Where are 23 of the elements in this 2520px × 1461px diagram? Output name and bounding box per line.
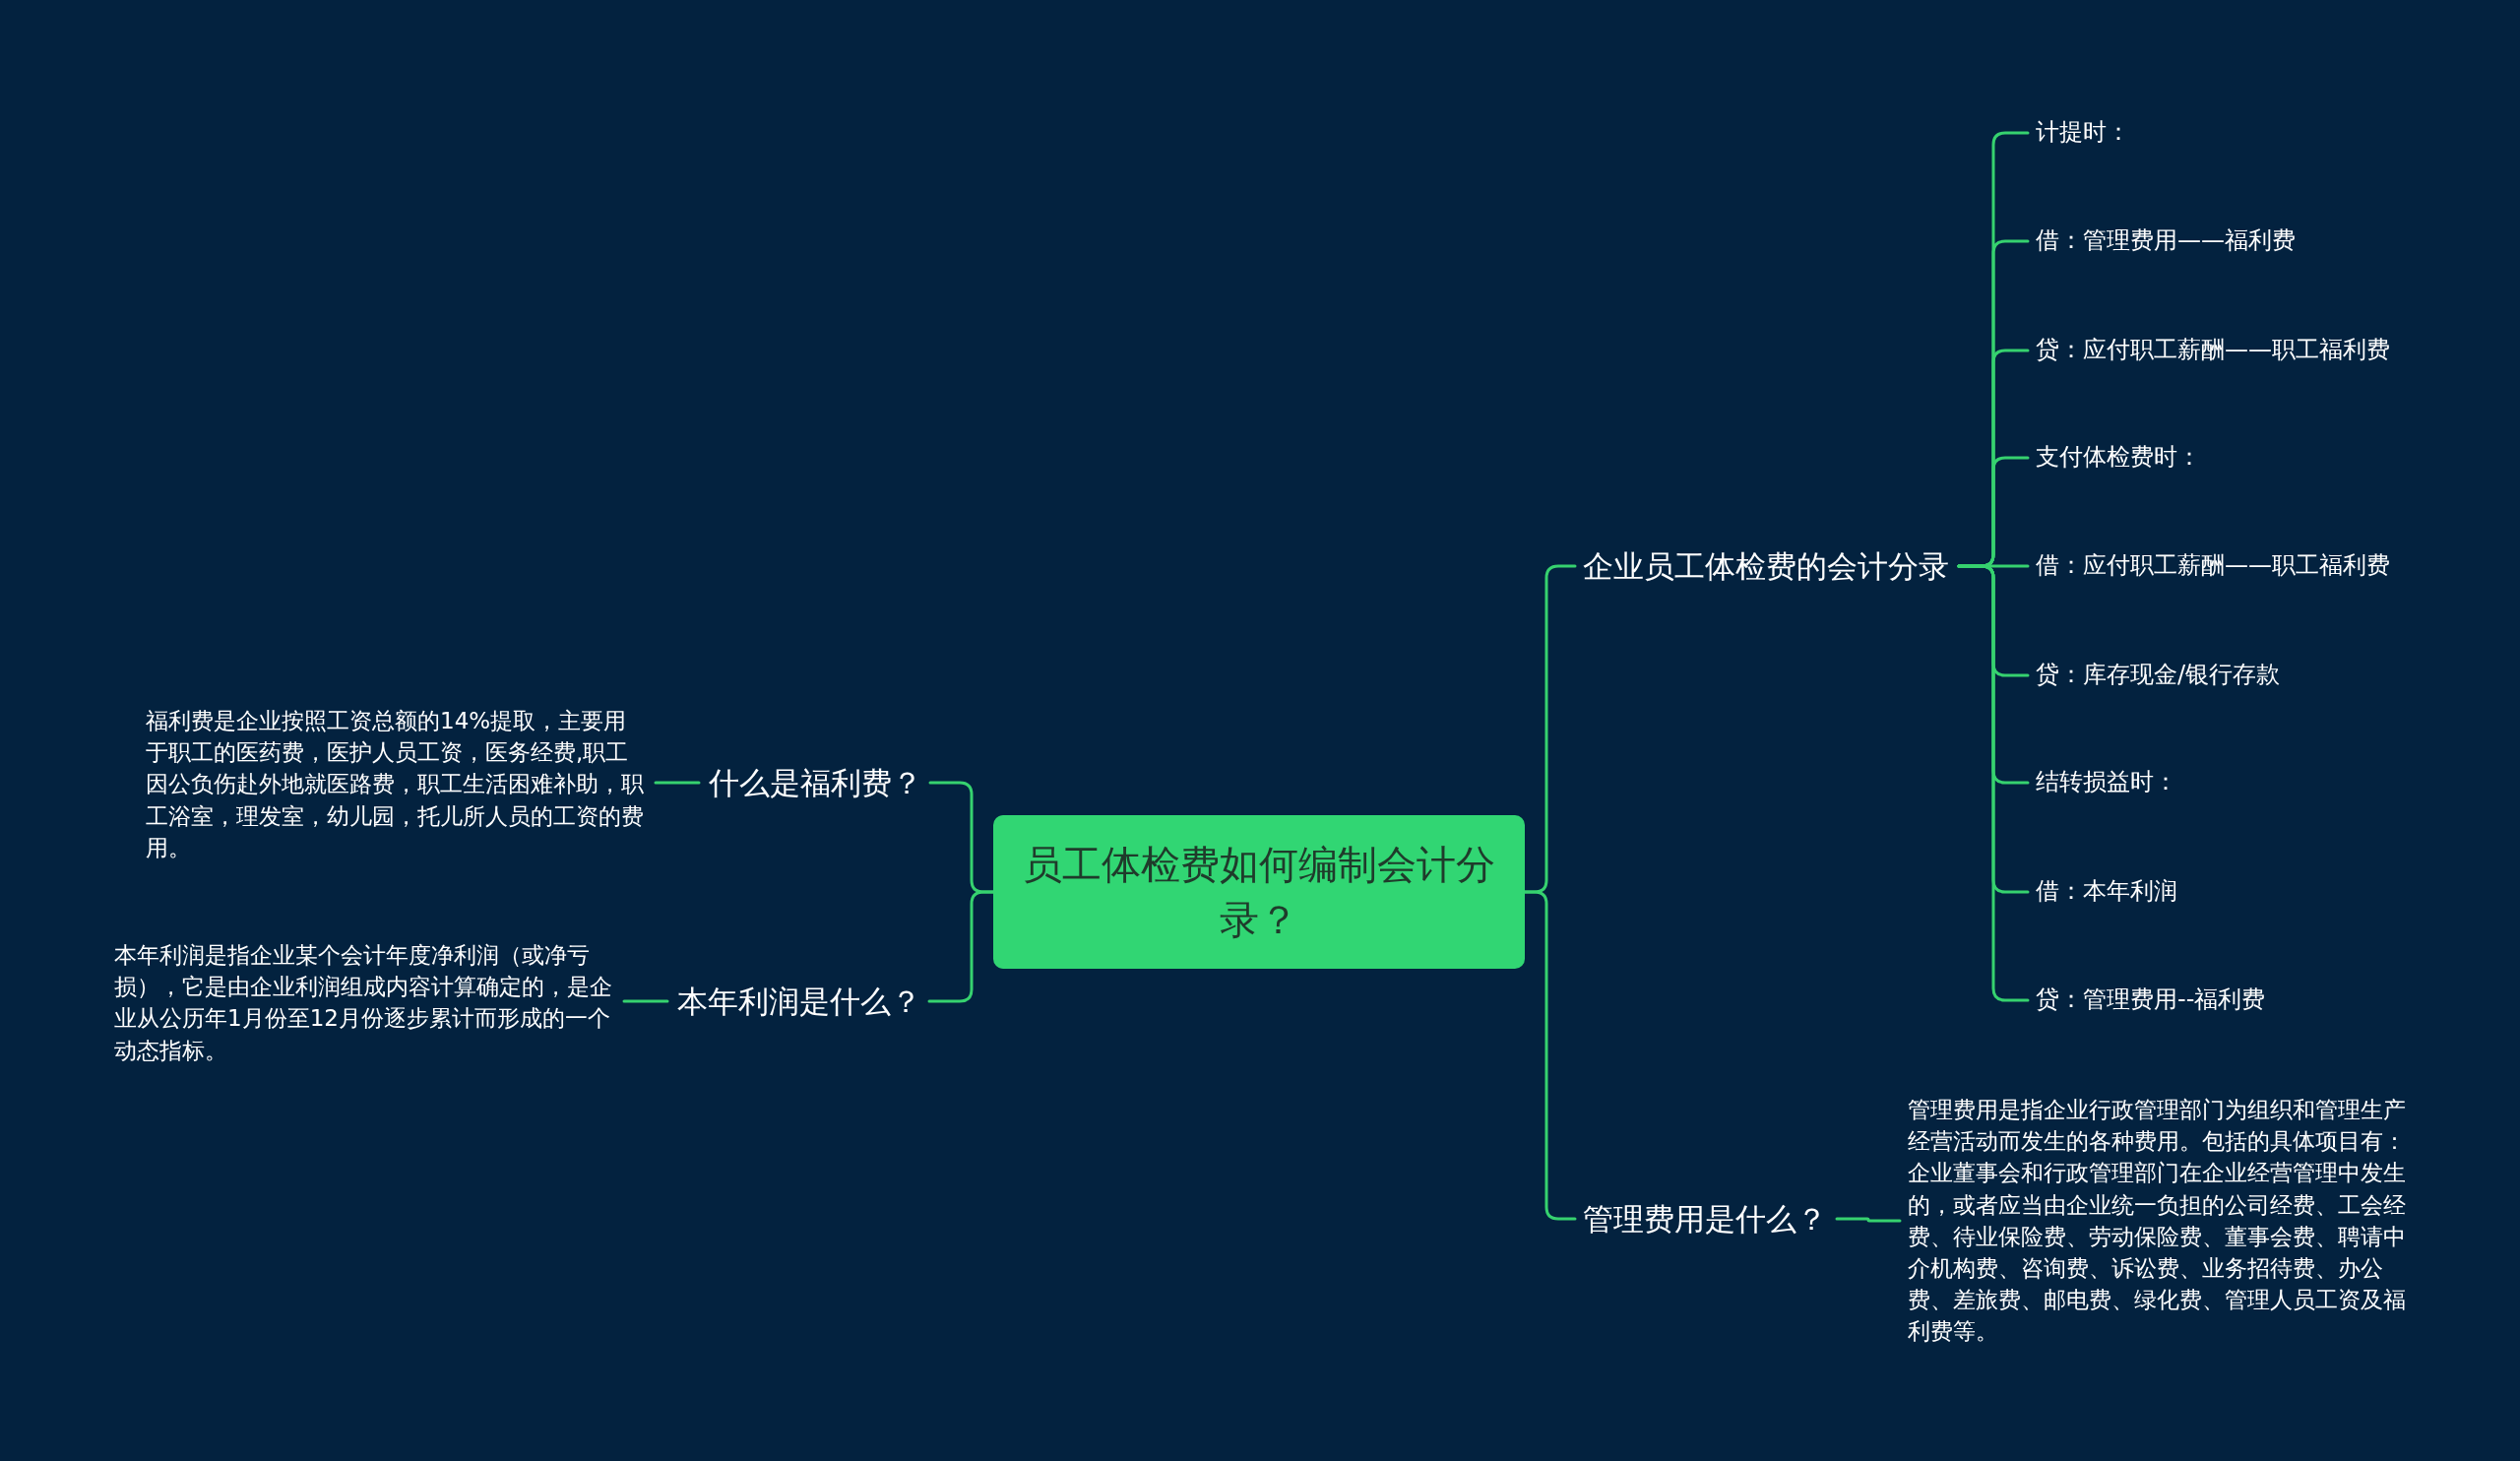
connector-line xyxy=(654,781,701,785)
leaf-text: 贷：库存现金/银行存款 xyxy=(2036,656,2281,695)
branch-label: 管理费用是什么？ xyxy=(1583,1194,1827,1243)
connector-line xyxy=(622,999,669,1003)
leaf-text: 支付体检费时： xyxy=(2036,438,2201,477)
leaf-text: 结转损益时： xyxy=(2036,763,2177,802)
branch-label: 企业员工体检费的会计分录 xyxy=(1583,541,1949,591)
topic-box: 员工体检费如何编制会计分录？ xyxy=(993,815,1525,969)
branch-label: 本年利润是什么？ xyxy=(677,977,921,1026)
leaf-text: 借：管理费用——福利费 xyxy=(2036,222,2296,261)
connector-line xyxy=(1835,1217,1902,1223)
leaf-text: 贷：应付职工薪酬——职工福利费 xyxy=(2036,331,2390,370)
description-text: 本年利润是指企业某个会计年度净利润（或净亏损），它是由企业利润组成内容计算确定的，是企业从公历年1月份至12月份逐步累计而形成的一个动态指标。 xyxy=(114,934,616,1070)
leaf-text: 贷：管理费用--福利费 xyxy=(2036,981,2266,1020)
leaf-text: 计提时： xyxy=(2036,113,2130,153)
leaf-text: 借：应付职工薪酬——职工福利费 xyxy=(2036,546,2390,586)
description-text: 福利费是企业按照工资总额的14%提取，主要用于职工的医药费，医护人员工资，医务经费,职工因公负伤赴外地就医路费，职工生活困难补助，职工浴室，理发室，幼儿园，托儿所人员的工资的费用。 xyxy=(146,700,648,867)
leaf-text: 借：本年利润 xyxy=(2036,872,2177,912)
connector-line xyxy=(1523,890,1577,1221)
connector-line xyxy=(1957,564,2030,1002)
branch-label: 什么是福利费？ xyxy=(709,758,922,807)
connector-line xyxy=(927,890,995,1003)
description-text: 管理费用是指企业行政管理部门为组织和管理生产经营活动而发生的各种费用。包括的具体项目有：企业董事会和行政管理部门在企业经营管理中发生的，或者应当由企业统一负担的公司经费、工会经费、待业保险费、劳动保险费、董事会费、聘请中介机构费、咨询费、诉讼费、业务招待费、办公费、差旅费、邮电费、绿化费、管理人员工资及福利费等。 xyxy=(1908,1090,2415,1352)
